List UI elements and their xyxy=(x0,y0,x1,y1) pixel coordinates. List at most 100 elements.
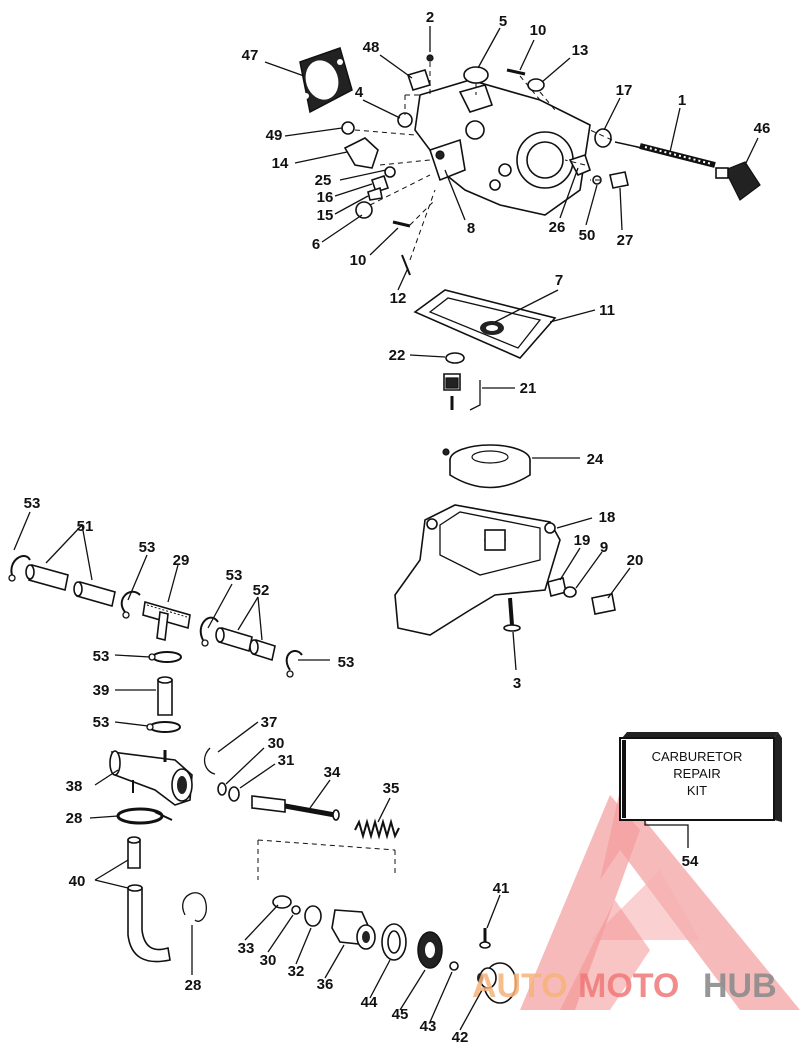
part-47-gasket xyxy=(299,47,353,114)
callout-28-lower: 28 xyxy=(185,977,202,994)
callout-4: 4 xyxy=(355,84,364,101)
callout-41: 41 xyxy=(493,880,510,897)
callout-35: 35 xyxy=(383,780,400,797)
watermark-text: AUTO MOTO HUB xyxy=(472,967,777,1005)
part-36-valve-body xyxy=(331,909,376,950)
part-51-hoses xyxy=(25,563,116,608)
part-30-oring-upper xyxy=(217,782,227,796)
callout-8: 8 xyxy=(467,220,475,237)
kit-label-line2: REPAIR xyxy=(673,766,720,781)
callout-47: 47 xyxy=(242,47,259,64)
callout-34: 34 xyxy=(324,764,341,781)
carburetor-body xyxy=(414,79,591,216)
repair-kit-box: CARBURETOR REPAIR KIT xyxy=(619,732,782,822)
callout-numbers: 2 5 10 13 17 1 46 47 48 4 49 14 25 16 15… xyxy=(24,9,771,1046)
part-53-clamps xyxy=(8,555,303,733)
part-49-screw xyxy=(341,121,355,135)
kit-label-line3: KIT xyxy=(687,783,707,798)
callout-10-top: 10 xyxy=(530,22,547,39)
part-15-washer xyxy=(367,186,383,201)
part-38-fitting xyxy=(109,750,193,806)
callout-1: 1 xyxy=(678,92,686,109)
part-39-hose xyxy=(157,676,173,716)
callout-13: 13 xyxy=(572,42,589,59)
callout-38: 38 xyxy=(66,778,83,795)
part-48-nut xyxy=(406,69,432,91)
part-12-spring xyxy=(401,254,411,276)
callout-26: 26 xyxy=(549,219,566,236)
watermark-hub: HUB xyxy=(703,967,777,1005)
watermark-moto: MOTO xyxy=(578,967,679,1005)
part-46-knob xyxy=(715,161,761,201)
part-31-oring xyxy=(228,786,240,802)
callout-6: 6 xyxy=(312,236,320,253)
part-17-seal xyxy=(594,128,612,148)
part-37-clip xyxy=(203,747,216,775)
part-42-cover xyxy=(477,962,517,1004)
callout-15: 15 xyxy=(317,207,334,224)
watermark-auto: AUTO xyxy=(472,967,568,1005)
part-45-diaphragm xyxy=(417,931,443,969)
callout-19: 19 xyxy=(574,532,591,549)
part-13-washer xyxy=(527,78,545,92)
callout-21: 21 xyxy=(520,380,537,397)
part-28-clamp-upper xyxy=(116,807,173,825)
part-2-ball xyxy=(426,54,434,62)
callout-11: 11 xyxy=(599,302,615,319)
callout-12: 12 xyxy=(390,290,407,307)
callout-22: 22 xyxy=(389,347,406,364)
callout-16: 16 xyxy=(317,189,334,206)
callout-39: 39 xyxy=(93,682,110,699)
part-33-disc xyxy=(272,895,292,909)
callout-51: 51 xyxy=(77,518,94,535)
callout-52: 52 xyxy=(253,582,270,599)
callout-53-b: 53 xyxy=(139,539,156,556)
callout-53-c: 53 xyxy=(226,567,243,584)
callout-36: 36 xyxy=(317,976,334,993)
part-24-float xyxy=(442,444,531,489)
part-10-pin-lower xyxy=(392,220,411,228)
callout-44: 44 xyxy=(361,994,378,1011)
part-19-screw xyxy=(547,577,567,597)
callout-54: 54 xyxy=(682,853,699,870)
callout-32: 32 xyxy=(288,963,305,980)
callout-24: 24 xyxy=(587,451,604,468)
callout-40: 40 xyxy=(69,873,86,890)
callout-45: 45 xyxy=(392,1006,409,1023)
callout-53-d: 53 xyxy=(338,654,355,671)
part-3-screw xyxy=(503,597,521,632)
leader-lines xyxy=(13,26,759,1031)
part-16-screw xyxy=(370,174,390,194)
callout-30-upper: 30 xyxy=(268,735,285,752)
callout-2: 2 xyxy=(426,9,434,26)
kit-label-line1: CARBURETOR xyxy=(652,749,743,764)
callout-53-f: 53 xyxy=(93,714,110,731)
part-22-gasket xyxy=(445,352,465,364)
callout-14: 14 xyxy=(272,155,289,172)
part-28-clamp-lower xyxy=(182,892,207,922)
part-25-washer xyxy=(384,166,396,178)
part-21-needle-seat xyxy=(443,373,461,410)
part-34-shaft xyxy=(251,795,340,821)
part-5-plug xyxy=(463,66,489,84)
callout-43: 43 xyxy=(420,1018,437,1035)
part-29-tee-fitting xyxy=(142,600,191,641)
kit-bracket-dashed xyxy=(257,839,396,880)
part-41-screw xyxy=(479,928,491,949)
callout-30-lower: 30 xyxy=(260,952,277,969)
part-10-pin-top xyxy=(506,68,526,76)
part-40-hoses xyxy=(127,836,171,963)
callout-18: 18 xyxy=(599,509,616,526)
watermark-logo xyxy=(520,790,800,1010)
part-7-diaphragm xyxy=(480,321,504,335)
callout-31: 31 xyxy=(278,752,295,769)
part-9-washer xyxy=(563,586,577,598)
callout-20: 20 xyxy=(627,552,644,569)
callout-7: 7 xyxy=(555,272,563,289)
part-35-spring xyxy=(354,818,400,840)
callout-53-e: 53 xyxy=(93,648,110,665)
part-52-hoses xyxy=(215,626,276,662)
callout-33: 33 xyxy=(238,940,255,957)
part-30-oring-lower xyxy=(291,905,301,915)
